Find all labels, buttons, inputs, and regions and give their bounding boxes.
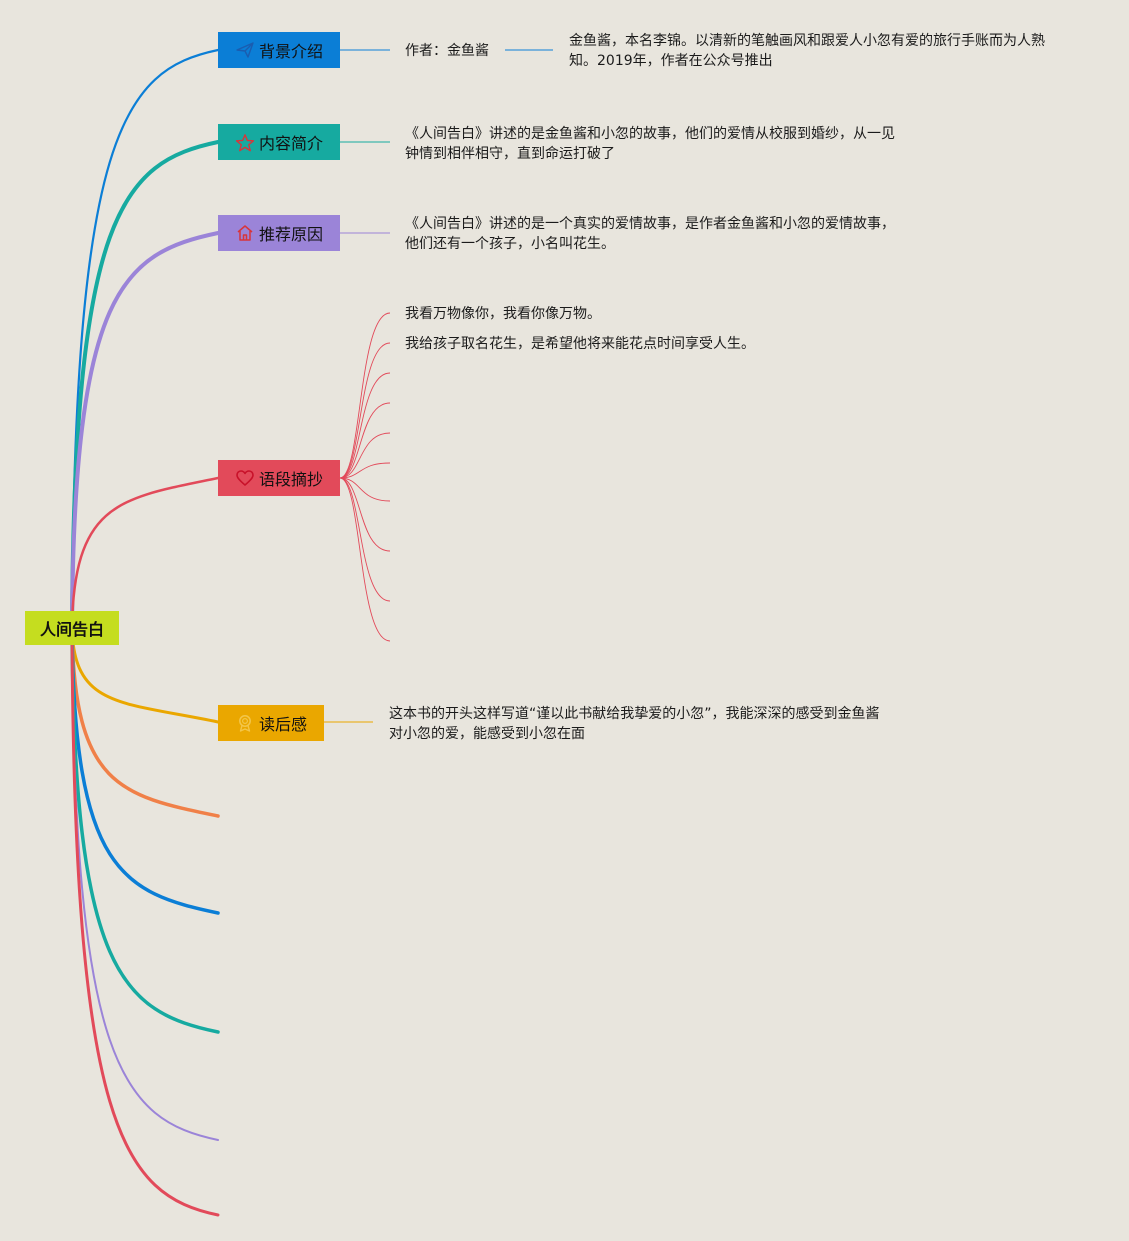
branch-review[interactable]: 读后感	[218, 705, 324, 741]
paper-plane-icon	[235, 40, 255, 60]
reason-text[interactable]: 《人间告白》讲述的是一个真实的爱情故事，是作者金鱼酱和小忽的爱情故事， 他们还有…	[405, 216, 895, 252]
branch-summary-label: 内容简介	[258, 134, 323, 153]
quote-connector	[339, 477, 391, 642]
root-topic[interactable]: 人间告白	[25, 611, 119, 645]
review-text[interactable]: 这本书的开头这样写道“谨以此书献给我挚爱的小忽”，我能深深的感受到金鱼酱 对小忽…	[389, 706, 880, 742]
quote-connector	[339, 372, 391, 479]
branch-summary[interactable]: 内容简介	[218, 124, 340, 160]
branch-background-label: 背景介绍	[258, 42, 323, 61]
branch-connector	[70, 231, 220, 630]
home-icon	[235, 223, 255, 243]
quote-connector	[339, 477, 391, 552]
background-intro[interactable]: 金鱼酱，本名李锦。以清新的笔触画风和跟爱人小忽有爱的旅行手账而为人熟 知。201…	[569, 33, 1045, 69]
root-topic-label: 人间告白	[39, 620, 104, 639]
quote-item[interactable]: 我看万物像你，我看你像万物。	[405, 306, 601, 322]
branch-reason[interactable]: 推荐原因	[218, 215, 340, 251]
quote-item[interactable]: 我给孩子取名花生，是希望他将来能花点时间享受人生。	[405, 336, 755, 352]
branch-quotes-label: 语段摘抄	[258, 470, 323, 489]
medal-icon	[235, 713, 255, 733]
empty-branch-connector	[70, 626, 220, 915]
background-author[interactable]: 作者：金鱼酱	[405, 43, 489, 59]
heart-icon	[235, 468, 255, 488]
quote-connector	[339, 312, 391, 479]
empty-branch-connector	[70, 626, 220, 1217]
summary-text[interactable]: 《人间告白》讲述的是金鱼酱和小忽的故事，他们的爱情从校服到婚纱，从一见 钟情到相…	[405, 126, 895, 162]
empty-branch-connector	[71, 627, 219, 1141]
branch-background[interactable]: 背景介绍	[218, 32, 340, 68]
quote-connector	[339, 342, 391, 479]
quote-connector	[339, 402, 391, 479]
empty-branch-connector	[70, 626, 220, 1034]
branch-connector	[70, 476, 220, 630]
quote-connector	[339, 432, 391, 479]
branch-quotes[interactable]: 语段摘抄	[218, 460, 340, 496]
branch-connector	[70, 140, 220, 630]
branch-reason-label: 推荐原因	[258, 225, 323, 244]
quote-connector	[339, 462, 391, 479]
empty-branch-connector	[70, 626, 220, 818]
branch-connector	[70, 626, 220, 724]
star-icon	[235, 132, 255, 152]
branch-review-label: 读后感	[258, 715, 307, 734]
quote-connector	[339, 477, 391, 502]
branch-connector	[70, 48, 220, 630]
quote-connector	[339, 477, 391, 602]
